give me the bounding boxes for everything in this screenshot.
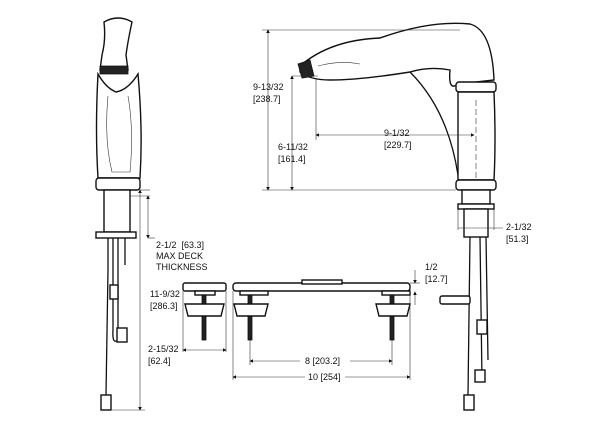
escutcheon-width-mm: [62.4] [148, 356, 171, 366]
faucet-front-view [297, 22, 497, 411]
deck-thickness-dimension: 2-1/2[63.3] MAX DECK THICKNESS [130, 195, 208, 272]
base-diameter-mm: [51.3] [506, 234, 529, 244]
base-diameter-dimension: 2-1/32 [51.3] [457, 209, 532, 244]
deck-plate: 1/2 [12.7] 8 [203.2] 10 [254] [232, 262, 448, 383]
overall-height-mm: [238.7] [253, 94, 281, 104]
deck-thickness-line2: THICKNESS [156, 262, 208, 272]
overall-height-dimension: 9-13/32 [238.7] [253, 29, 460, 191]
spout-height-mm: [161.4] [278, 154, 306, 164]
total-length-frac: 11-9/32 [150, 289, 180, 299]
overall-height-frac: 9-13/32 [253, 82, 284, 92]
spout-reach-dimension: 9-1/32 [229.7] [315, 78, 475, 150]
total-length-mm: [286.3] [150, 301, 178, 311]
escutcheon-single-hole: 2-15/32 [62.4] [148, 282, 227, 366]
deck-thickness-label: 2-1/2[63.3] [156, 240, 204, 250]
plate-width-label: 10 [254] [308, 372, 341, 382]
hole-spacing-label: 8 [203.2] [305, 356, 340, 366]
deck-thickness-line1: MAX DECK [156, 251, 203, 261]
escutcheon-width-frac: 2-15/32 [148, 344, 179, 354]
base-diameter-frac: 2-1/32 [506, 222, 532, 232]
spout-reach-mm: [229.7] [384, 140, 412, 150]
faucet-side-view [95, 17, 142, 411]
spout-height-frac: 6-11/32 [278, 142, 308, 152]
plate-height-mm: [12.7] [425, 274, 448, 284]
spout-reach-frac: 9-1/32 [384, 128, 410, 138]
total-length-dimension: 11-9/32 [286.3] [112, 189, 180, 411]
plate-height-frac: 1/2 [425, 262, 438, 272]
spout-height-dimension: 6-11/32 [161.4] [278, 75, 318, 191]
